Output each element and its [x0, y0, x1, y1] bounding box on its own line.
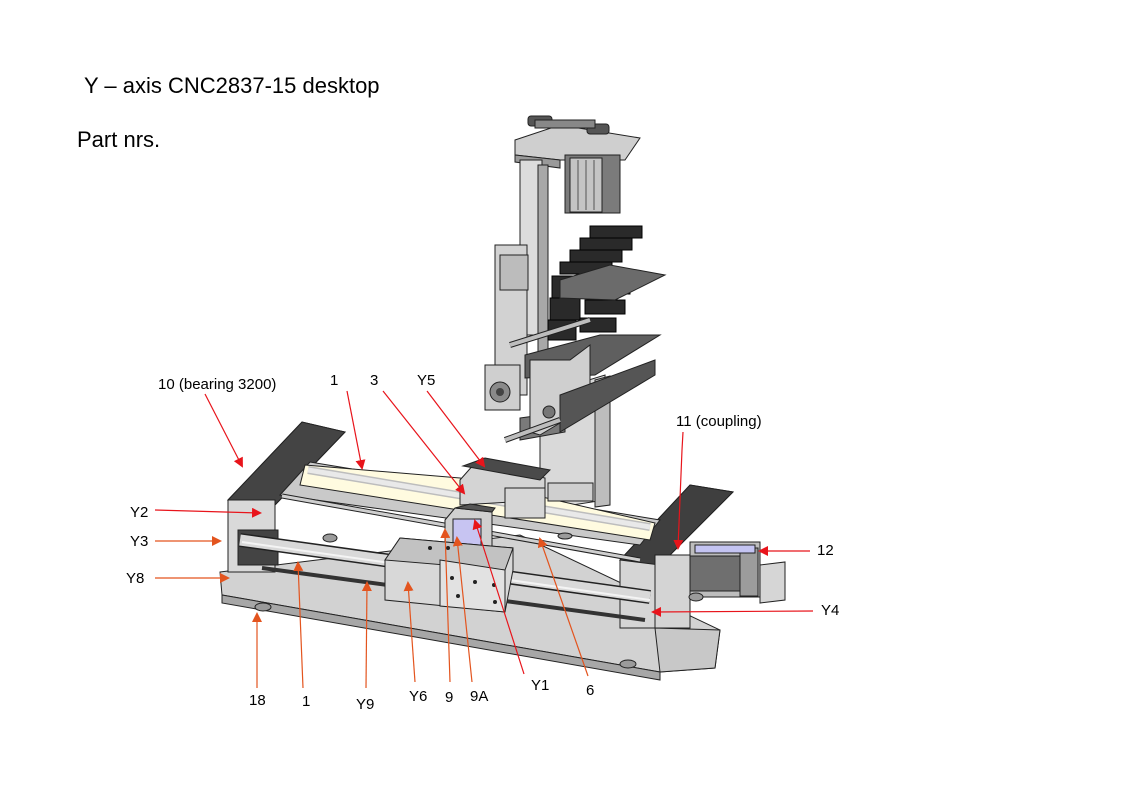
- label-y9: Y9: [356, 696, 375, 713]
- label-9: 9: [445, 689, 454, 706]
- label-top-3: 3: [370, 372, 379, 389]
- arrow-6: [537, 537, 589, 677]
- y-stepper-motor: [689, 541, 786, 604]
- label-y6: Y6: [409, 688, 428, 705]
- label-bearing: 10 (bearing 3200): [158, 376, 277, 393]
- arrow-y9: [361, 581, 372, 689]
- label-y2: Y2: [130, 504, 149, 521]
- label-y3: Y3: [130, 533, 149, 550]
- label-y8: Y8: [126, 570, 145, 587]
- y-axis-frame: [219, 421, 786, 681]
- label-6: 6: [586, 682, 595, 699]
- z-axis-assembly: [484, 115, 667, 511]
- label-y5: Y5: [417, 372, 436, 389]
- arrow-9a: [452, 536, 473, 683]
- arrow-bearing: [204, 393, 243, 468]
- label-top-1: 1: [330, 372, 339, 389]
- arrow-top-3: [382, 390, 466, 495]
- arrow-y6: [403, 581, 416, 683]
- frame-feet: [254, 532, 704, 669]
- label-9a: 9A: [470, 688, 489, 705]
- arrow-y1: [472, 519, 525, 675]
- label-18: 18: [249, 692, 266, 709]
- label-coupling: 11 (coupling): [676, 413, 762, 430]
- arrow-coupling: [673, 431, 684, 550]
- arrow-top-1: [346, 390, 366, 470]
- label-12: 12: [817, 542, 834, 559]
- page-subtitle: Part nrs.: [77, 127, 161, 152]
- page-title: Y – axis CNC2837-15 desktop: [84, 73, 380, 98]
- arrow-y5: [426, 390, 486, 468]
- arrow-y2: [154, 507, 262, 518]
- arrow-9: [440, 528, 451, 683]
- label-bottom-1: 1: [302, 693, 311, 710]
- label-y1: Y1: [531, 677, 550, 694]
- arrow-bottom-1: [293, 561, 304, 689]
- leader-arrows: [154, 390, 814, 689]
- label-y4: Y4: [821, 602, 840, 619]
- arrow-y4: [651, 606, 814, 617]
